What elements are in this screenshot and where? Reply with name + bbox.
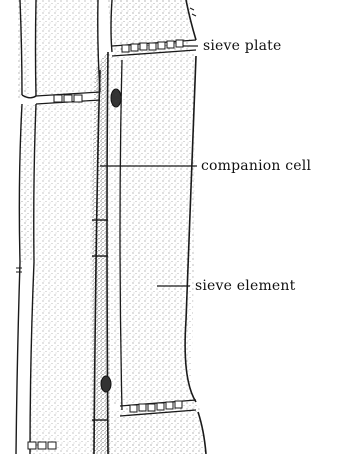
sieve-element-column (108, 0, 206, 454)
companion-cell-label: companion cell (201, 158, 311, 174)
sieve-plate-label: sieve plate (203, 38, 282, 54)
sieve-element-label: sieve element (195, 278, 295, 294)
left-cell-column (16, 0, 100, 454)
